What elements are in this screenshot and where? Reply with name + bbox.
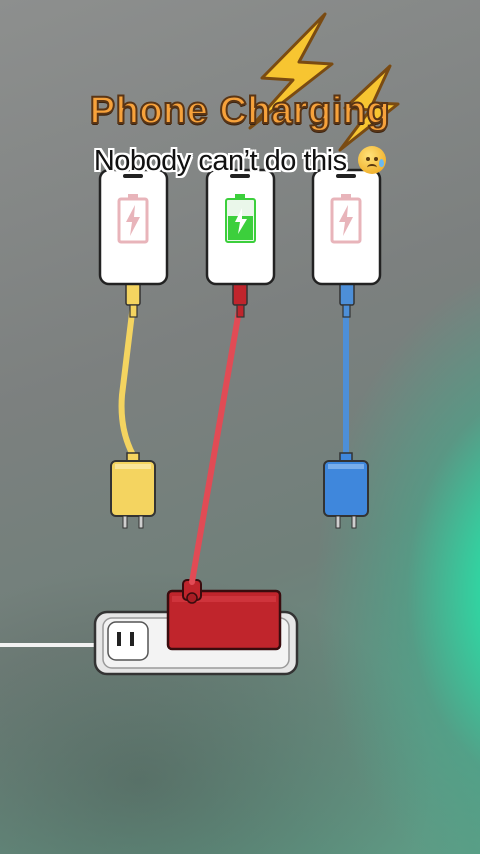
phone-middle — [205, 168, 276, 286]
outlet-empty — [107, 621, 149, 661]
red-cable — [189, 302, 243, 585]
yellow-cable — [118, 302, 136, 458]
red-charger — [166, 579, 282, 651]
phone-left — [98, 168, 169, 286]
phone-right — [311, 168, 382, 286]
yellow-charger — [110, 452, 156, 529]
red-connector — [232, 282, 248, 318]
empty-battery-icon — [330, 194, 362, 244]
caption-text: Nobody can’t do this — [93, 145, 347, 177]
video-caption: Nobody can’t do this — [0, 145, 480, 178]
lightning-bolt-icon — [248, 12, 400, 152]
blue-charger — [323, 452, 369, 529]
empty-battery-icon — [117, 194, 149, 244]
blue-connector — [339, 282, 355, 318]
charging-battery-icon — [225, 194, 256, 243]
sad-sweat-face-icon — [358, 146, 387, 174]
yellow-connector — [125, 282, 141, 318]
video-title: Phone Charging — [89, 89, 391, 133]
